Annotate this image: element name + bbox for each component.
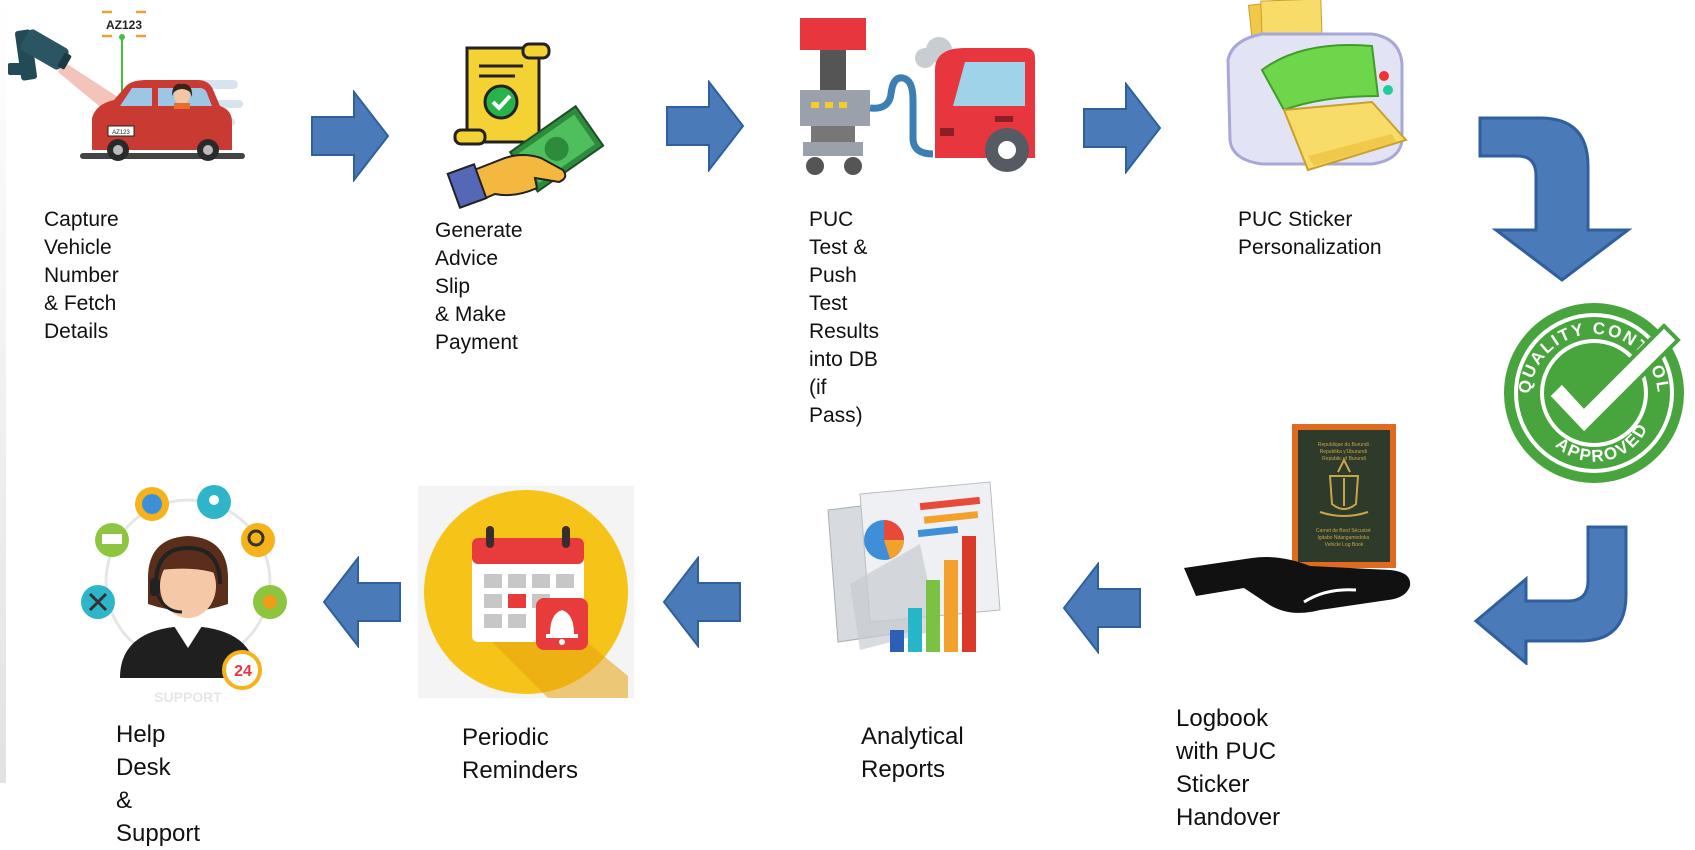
car-plate-text: AZ123 (112, 130, 130, 136)
quality-approved-seal-icon: QUALITY CONTROL APPROVED (1504, 303, 1684, 483)
step-label-advice: Generate Advice Slip & Make Payment (435, 219, 523, 354)
flow-arrow-left (322, 556, 401, 648)
step-label-capture: Capture Vehicle Number & Fetch Details (44, 208, 119, 343)
flow-arrow-left (1062, 562, 1141, 654)
step-label-logbook: Logbook with PUC Sticker Handover (1176, 705, 1281, 831)
flow-arrow-curve-left (1473, 525, 1628, 665)
step-label-analytical: Analytical Reports (861, 723, 964, 783)
printer-icon (1226, 0, 1408, 172)
helpdesk-agent-icon: 24 SUPPORT (81, 485, 287, 705)
step-label-helpdesk: Help Desk & Support (116, 721, 201, 847)
step-label-reminders: Periodic Reminders (462, 724, 579, 784)
plate-callout-text: AZ123 (106, 18, 142, 32)
flow-arrow-right (666, 80, 745, 172)
support-caption: SUPPORT (154, 689, 222, 705)
car-camera-icon: AZ123 AZ123 (8, 10, 245, 161)
flow-arrow-right (1083, 82, 1162, 174)
book-bottom-text: Carnet de Bord Sécurisé Igitabo Ndangamo… (1316, 528, 1372, 548)
page-edge-shade (0, 0, 6, 783)
analytics-chart-icon (827, 481, 1001, 652)
logbook-handover-icon: Republique du Burundi Republika y'Uburun… (1184, 424, 1411, 613)
step-label-puc-test: PUC Test & Push Test Results into DB (if… (809, 208, 880, 427)
flow-arrow-left (662, 556, 741, 648)
calendar-bell-icon (418, 486, 634, 698)
payment-slip-icon (446, 42, 605, 209)
flow-arrow-curve-down (1478, 116, 1633, 282)
flow-arrow-right (311, 90, 390, 182)
step-label-sticker: PUC Sticker Personalization (1238, 208, 1382, 259)
emission-test-icon (800, 18, 1035, 175)
badge-24-text: 24 (234, 663, 252, 680)
